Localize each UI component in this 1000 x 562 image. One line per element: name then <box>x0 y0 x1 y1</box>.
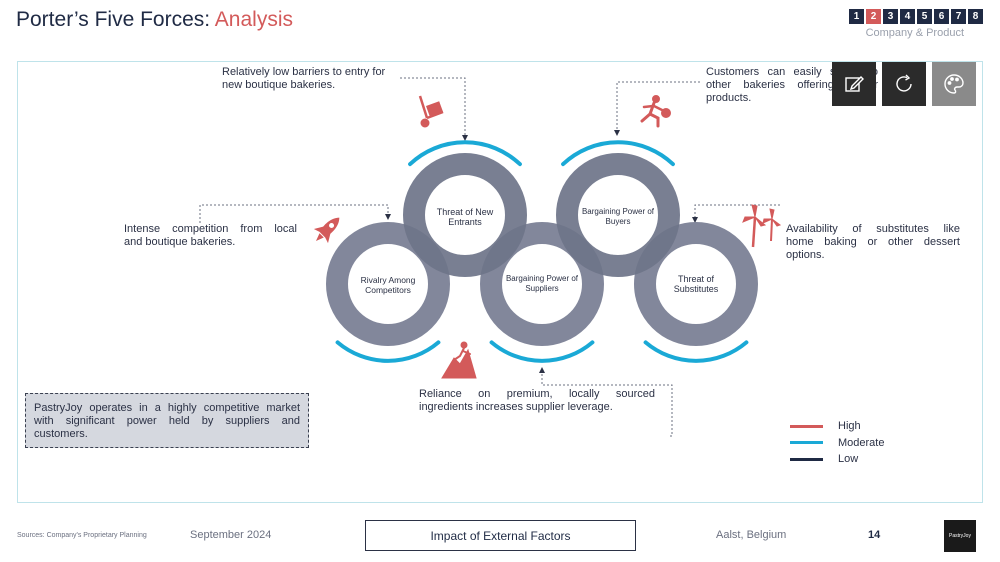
page-title: Porter’s Five Forces: Analysis <box>16 8 293 32</box>
brand-logo: PastryJoy <box>944 520 976 552</box>
rocket-icon <box>313 217 340 244</box>
title-accent: Analysis <box>214 8 293 31</box>
arc-substitutes <box>643 340 749 363</box>
connector-suppliers <box>539 367 673 437</box>
pager-item-4[interactable]: 4 <box>900 9 915 24</box>
note-new-entrants: Relatively low barriers to entry for new… <box>222 66 386 91</box>
title-main: Porter’s Five Forces: <box>16 8 215 31</box>
palette-button[interactable] <box>932 62 976 106</box>
palette-icon <box>944 74 964 94</box>
pager-item-5[interactable]: 5 <box>917 9 932 24</box>
refresh-button[interactable] <box>882 62 926 106</box>
label-substitutes: Threat of Substitutes <box>673 274 719 294</box>
label-new-entrants: Threat of New Entrants <box>436 207 494 227</box>
refresh-icon <box>896 74 912 92</box>
summary-box: PastryJoy operates in a highly competiti… <box>25 393 309 448</box>
note-rivalry: Intense competition from local and bouti… <box>124 223 297 248</box>
ring-rivalry <box>326 222 450 346</box>
hand-truck-icon <box>418 95 444 128</box>
running-person-icon <box>640 95 671 128</box>
arc-rivalry <box>335 340 441 363</box>
connector-new-entrants <box>400 77 468 141</box>
footer-location: Aalst, Belgium <box>716 529 787 541</box>
wind-turbine-icon <box>742 204 782 248</box>
label-buyers: Bargaining Power of Buyers <box>581 207 655 226</box>
pager-item-7[interactable]: 7 <box>951 9 966 24</box>
legend-swatch-low <box>790 457 823 461</box>
note-substitutes: Availability of substitutes like home ba… <box>786 223 960 261</box>
legend-swatch-high <box>790 424 823 428</box>
arc-new-entrants <box>408 140 522 167</box>
ring-substitutes <box>634 222 758 346</box>
ring-buyers <box>556 153 680 277</box>
page-number: 14 <box>868 529 881 541</box>
section-pager: 1 2 3 4 5 6 7 8 <box>849 9 983 24</box>
connector-rivalry <box>199 204 391 223</box>
note-suppliers: Reliance on premium, locally sourced ing… <box>419 388 655 413</box>
content-frame <box>17 61 983 503</box>
pager-item-6[interactable]: 6 <box>934 9 949 24</box>
legend-item-moderate: Moderate <box>790 435 884 452</box>
label-suppliers: Bargaining Power of Suppliers <box>505 274 579 293</box>
connector-buyers <box>614 81 700 136</box>
pager-item-8[interactable]: 8 <box>968 9 983 24</box>
arc-suppliers <box>489 340 595 363</box>
section-label: Company & Product <box>865 27 964 39</box>
footer-date: September 2024 <box>190 529 272 541</box>
legend-swatch-moderate <box>790 441 823 445</box>
pager-item-2[interactable]: 2 <box>866 9 881 24</box>
footer-sources: Sources: Company's Proprietary Planning <box>17 532 147 539</box>
edit-icon <box>845 76 864 92</box>
connector-substitutes <box>692 204 780 223</box>
footer-topic: Impact of External Factors <box>365 520 636 551</box>
arc-buyers <box>561 140 675 167</box>
climber-icon <box>441 341 477 379</box>
legend: High Moderate Low <box>790 418 884 468</box>
label-rivalry: Rivalry Among Competitors <box>360 275 416 295</box>
ring-new-entrants <box>403 153 527 277</box>
legend-item-high: High <box>790 418 884 435</box>
legend-item-low: Low <box>790 451 884 468</box>
pager-item-1[interactable]: 1 <box>849 9 864 24</box>
edit-button[interactable] <box>832 62 876 106</box>
ring-suppliers <box>480 222 604 346</box>
pager-item-3[interactable]: 3 <box>883 9 898 24</box>
